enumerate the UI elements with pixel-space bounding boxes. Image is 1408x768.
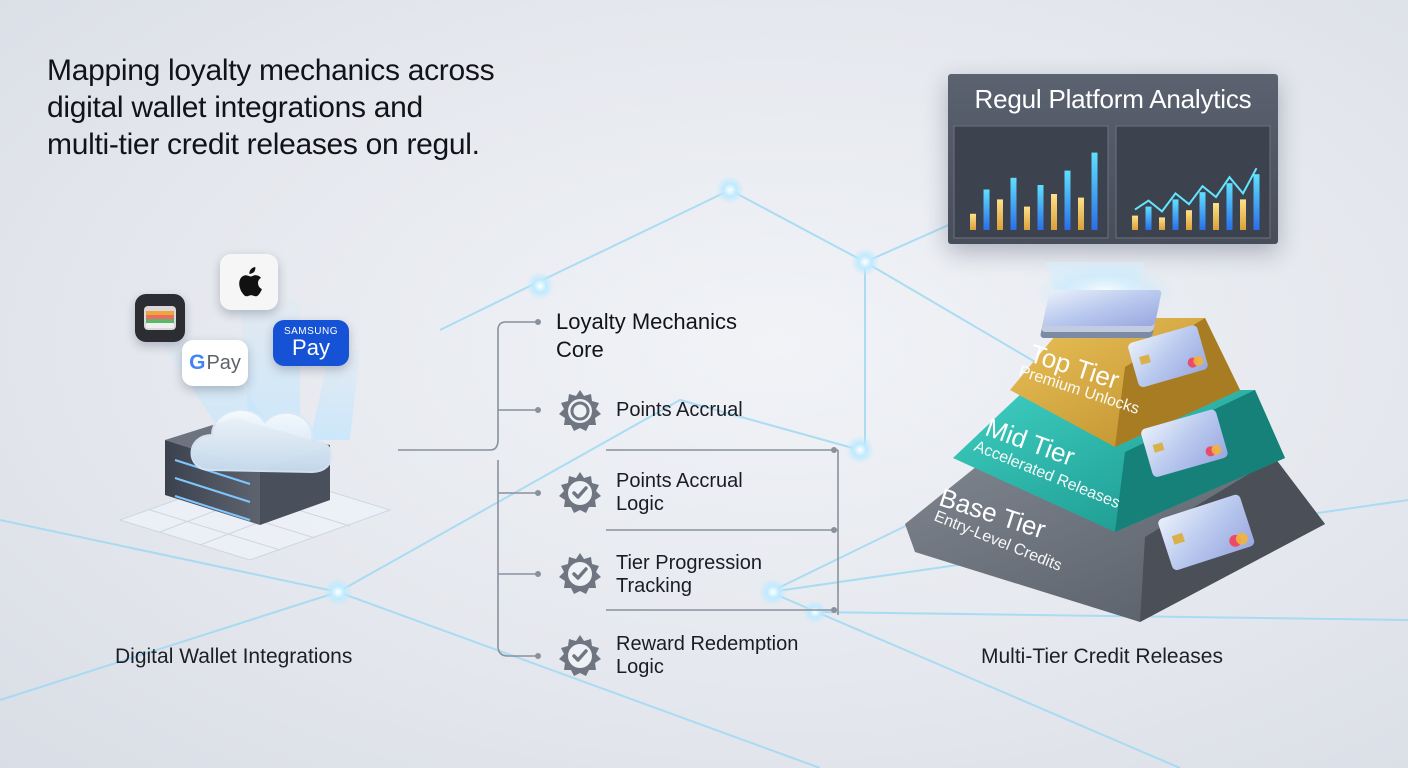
analytics-bar [970, 213, 976, 230]
analytics-bar [983, 189, 990, 230]
analytics-bar [1145, 206, 1152, 230]
analytics-bar [1091, 152, 1098, 230]
mechanic-reward-redemption: Reward Redemption Logic [616, 633, 798, 679]
google-pay-label: Pay [206, 351, 241, 374]
loyalty-core-line-2: Core [556, 337, 604, 362]
mechanic-2-line-2: Logic [616, 493, 664, 515]
headline: Mapping loyalty mechanics across digital… [47, 52, 607, 163]
google-g-letter: G [189, 351, 206, 374]
samsung-pay-label: Pay [292, 335, 330, 360]
multi-tier-label: Multi-Tier Credit Releases [981, 645, 1223, 668]
analytics-bar [1253, 174, 1260, 230]
analytics-bar [997, 199, 1003, 230]
apple-logo-icon[interactable] [220, 254, 278, 310]
gear-icon [559, 390, 601, 431]
gear-check-icon [559, 472, 601, 513]
headline-line-2: digital wallet integrations and [47, 91, 423, 124]
analytics-bar [1199, 192, 1206, 230]
gear-check-icon [559, 635, 601, 676]
analytics-chart-right [1132, 174, 1260, 230]
samsung-label: SAMSUNG [283, 326, 339, 337]
analytics-bar [1226, 183, 1233, 230]
mechanics-connectors [398, 319, 839, 659]
analytics-bar [1051, 194, 1057, 230]
analytics-bar [1159, 217, 1165, 230]
mechanic-3-line-1: Tier Progression [616, 552, 762, 574]
mechanic-4-line-1: Reward Redemption [616, 633, 799, 655]
wallet-cards-icon[interactable] [135, 294, 185, 342]
digital-wallet-section: G Pay SAMSUNG Pay [100, 240, 400, 560]
analytics-bar [1024, 206, 1030, 230]
analytics-bar [1186, 210, 1192, 230]
analytics-bar [1132, 215, 1138, 230]
gear-check-icon [559, 553, 601, 594]
google-pay-icon[interactable]: G Pay [182, 340, 248, 386]
analytics-bar [1010, 177, 1017, 230]
headline-line-1: Mapping loyalty mechanics across [47, 54, 495, 87]
digital-wallet-label: Digital Wallet Integrations [115, 645, 353, 668]
analytics-bar [1172, 199, 1179, 230]
samsung-pay-icon[interactable]: SAMSUNG Pay [273, 320, 349, 366]
mechanic-points-accrual-logic: Points Accrual Logic [616, 470, 743, 516]
analytics-bar [1240, 199, 1246, 230]
loyalty-core-line-1: Loyalty Mechanics [556, 309, 737, 334]
analytics-trend-line [1134, 167, 1258, 213]
tier-pyramid [905, 262, 1325, 622]
mechanic-4-line-2: Logic [616, 656, 664, 678]
analytics-chart-left [970, 152, 1098, 230]
mechanic-1-line-1: Points Accrual [616, 399, 743, 421]
analytics-bar [1064, 170, 1071, 230]
analytics-bar [1037, 185, 1044, 230]
mechanic-3-line-2: Tracking [616, 575, 692, 597]
analytics-charts [953, 125, 1271, 239]
headline-line-3: multi-tier credit releases on regul. [47, 128, 480, 161]
mechanic-2-line-1: Points Accrual [616, 470, 743, 492]
analytics-panel: Regul Platform Analytics [948, 74, 1278, 244]
loyalty-core-title: Loyalty Mechanics Core [556, 308, 737, 364]
mechanic-tier-progression: Tier Progression Tracking [616, 552, 762, 598]
mechanic-points-accrual: Points Accrual [616, 399, 743, 422]
analytics-title: Regul Platform Analytics [974, 84, 1252, 114]
analytics-bar [1213, 203, 1219, 230]
analytics-bar [1078, 197, 1084, 230]
